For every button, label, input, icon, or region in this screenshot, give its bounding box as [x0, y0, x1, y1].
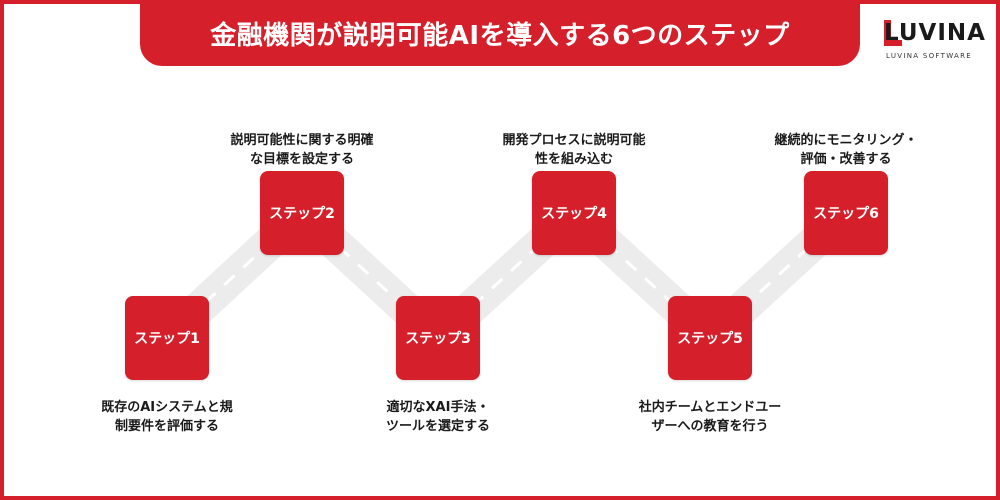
step-6-desc-line2: 評価・改善する [800, 152, 892, 167]
step-2-description: 説明可能性に関する明確 な目標を設定する [197, 131, 407, 169]
step-1-label: ステップ1 [134, 331, 200, 347]
step-4-label: ステップ4 [541, 206, 607, 222]
step-5-box: ステップ5 [668, 296, 752, 380]
step-6-desc-line1: 継続的にモニタリング・ [774, 133, 918, 148]
step-2-desc-line2: な目標を設定する [249, 152, 354, 167]
title-banner: 金融機関が説明可能AIを導入する6つのステップ [140, 0, 860, 66]
step-4-desc-line2: 性を組み込む [534, 152, 613, 167]
logo-wordmark: LUVINA [884, 20, 986, 46]
step-2-box: ステップ2 [260, 171, 344, 255]
step-3-desc-line2: ツールを選定する [385, 419, 490, 434]
step-6-description: 継続的にモニタリング・ 評価・改善する [741, 131, 951, 169]
page-title: 金融機関が説明可能AIを導入する6つのステップ [210, 20, 790, 51]
step-3-box: ステップ3 [396, 296, 480, 380]
luvina-logo: LUVINA LUVINA SOFTWARE [884, 14, 986, 64]
step-5-desc-line1: 社内チームとエンドユー [638, 400, 782, 415]
step-4-desc-line1: 開発プロセスに説明可能 [502, 133, 646, 148]
step-2-label: ステップ2 [269, 206, 335, 222]
step-3-label: ステップ3 [405, 331, 471, 347]
step-1-box: ステップ1 [125, 296, 209, 380]
step-3-desc-line1: 適切なXAI手法・ [386, 400, 490, 415]
step-4-box: ステップ4 [532, 171, 616, 255]
step-3-description: 適切なXAI手法・ ツールを選定する [333, 398, 543, 436]
step-1-description: 既存のAIシステムと規 制要件を評価する [62, 398, 272, 436]
step-6-label: ステップ6 [813, 206, 879, 222]
step-5-desc-line2: ザーへの教育を行う [651, 419, 769, 434]
step-1-desc-line1: 既存のAIシステムと規 [101, 400, 233, 415]
logo-mark-icon [884, 20, 902, 46]
step-5-description: 社内チームとエンドユー ザーへの教育を行う [605, 398, 815, 436]
step-4-description: 開発プロセスに説明可能 性を組み込む [469, 131, 679, 169]
step-6-box: ステップ6 [804, 171, 888, 255]
step-2-desc-line1: 説明可能性に関する明確 [230, 133, 374, 148]
step-1-desc-line2: 制要件を評価する [114, 419, 219, 434]
logo-subtitle: LUVINA SOFTWARE [886, 52, 973, 60]
step-5-label: ステップ5 [677, 331, 743, 347]
